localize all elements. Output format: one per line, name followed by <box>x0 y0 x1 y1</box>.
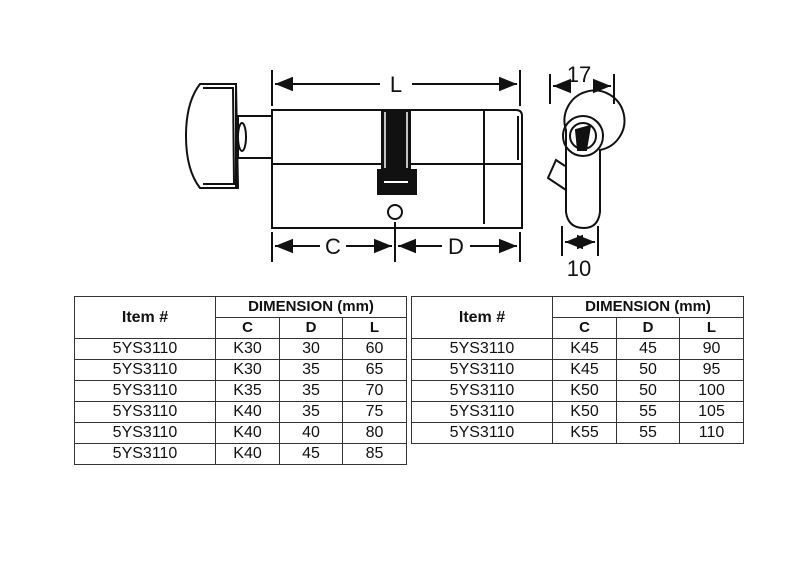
col-c-header: C <box>552 317 617 339</box>
label-l: L <box>390 72 402 97</box>
label-c: C <box>325 234 341 259</box>
col-d-header: D <box>279 317 343 339</box>
dimension-header: DIMENSION (mm) <box>552 296 744 318</box>
thumb-turn-knob <box>184 83 240 189</box>
cam <box>377 109 417 220</box>
col-l-header: L <box>342 317 407 339</box>
col-c-header: C <box>215 317 280 339</box>
cylinder-side-view <box>546 89 626 230</box>
col-d-header: D <box>616 317 680 339</box>
dimension-header: DIMENSION (mm) <box>215 296 407 318</box>
item-header: Item # <box>411 296 553 339</box>
label-17: 17 <box>567 62 591 87</box>
cylinder-lock-drawing: L C D 17 10 <box>184 62 626 281</box>
cylinder-body <box>271 109 523 229</box>
item-header: Item # <box>74 296 216 339</box>
label-d: D <box>448 234 464 259</box>
col-l-header: L <box>679 317 744 339</box>
label-10: 10 <box>567 256 591 281</box>
